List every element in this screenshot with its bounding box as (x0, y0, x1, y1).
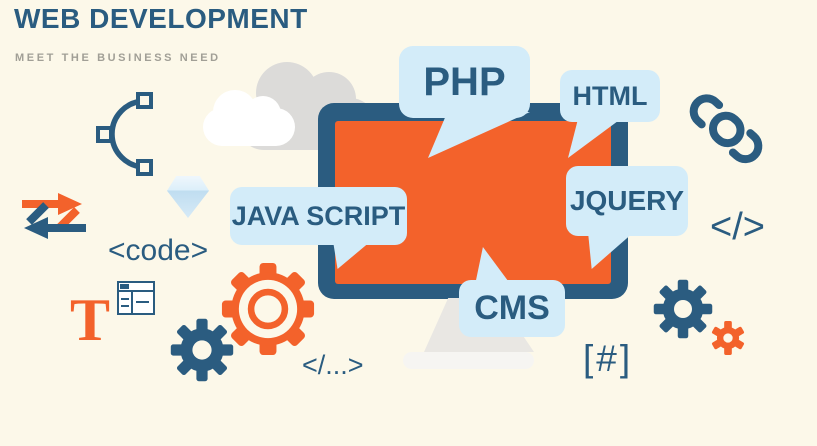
code-tag-text: <code> (108, 234, 209, 267)
page-title: WEB DEVELOPMENT (14, 3, 308, 34)
chain-link-icon (673, 82, 775, 180)
gear-icon (221, 262, 315, 356)
bezier-curve-icon (95, 88, 159, 180)
gear-icon (653, 279, 713, 339)
html-bubble: HTML (560, 70, 660, 122)
table-layout-icon (117, 281, 155, 315)
typography-icon: T (70, 287, 111, 353)
gear-icon (170, 318, 234, 382)
swap-arrows-icon (16, 183, 90, 247)
jquery-bubble: JQUERY (566, 166, 688, 236)
closing-tag-text: </> (710, 206, 765, 248)
gear-icon (711, 321, 745, 355)
diamond-icon (167, 176, 209, 218)
hash-brackets-text: [#] (583, 338, 634, 379)
cloud-icon (203, 86, 295, 146)
php-bubble: PHP (399, 46, 530, 118)
monitor-base (403, 352, 534, 369)
javascript-bubble: JAVA SCRIPT (230, 187, 407, 245)
cms-bubble: CMS (459, 280, 565, 337)
page-subtitle: MEET THE BUSINESS NEED (15, 52, 221, 64)
slash-dots-text: </...> (302, 350, 364, 380)
